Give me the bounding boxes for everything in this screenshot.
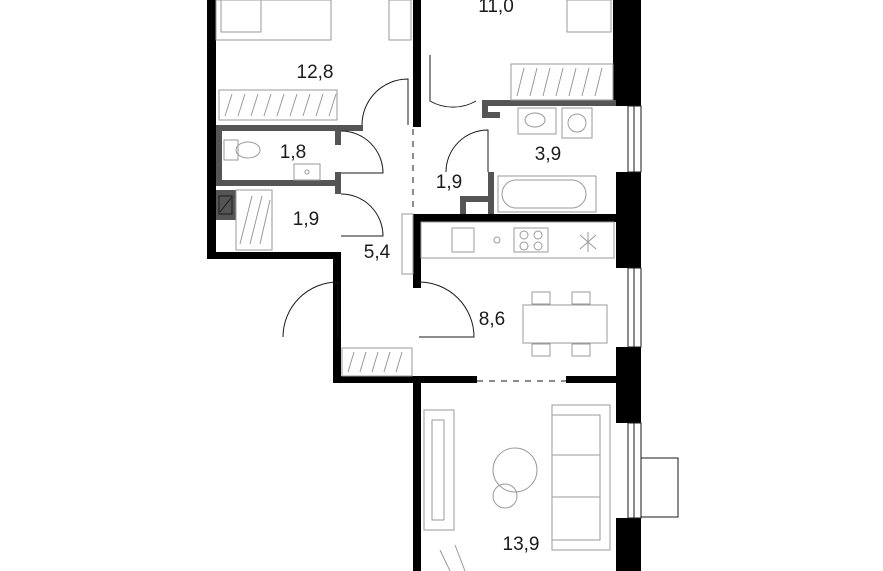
kitchen-area: 8,6 <box>479 309 505 330</box>
interior-partitions <box>216 100 616 220</box>
exterior-walls <box>207 0 641 571</box>
windows <box>627 105 679 519</box>
doors <box>282 55 566 382</box>
toilet-area: 1,8 <box>280 142 306 163</box>
corridor-small-area: 1,9 <box>436 172 462 193</box>
bedroom-2-area: 11,0 <box>478 0 514 17</box>
bathroom-area: 3,9 <box>535 144 561 165</box>
furniture <box>215 0 615 571</box>
storage-area: 1,9 <box>293 209 319 230</box>
bedroom-1-area: 12,8 <box>297 62 334 83</box>
hallway-area: 5,4 <box>364 242 391 263</box>
living-room-area: 13,9 <box>503 534 540 555</box>
area-labels: 11,0 12,8 1,8 3,9 1,9 1,9 5,4 8,6 13,9 <box>280 0 561 555</box>
